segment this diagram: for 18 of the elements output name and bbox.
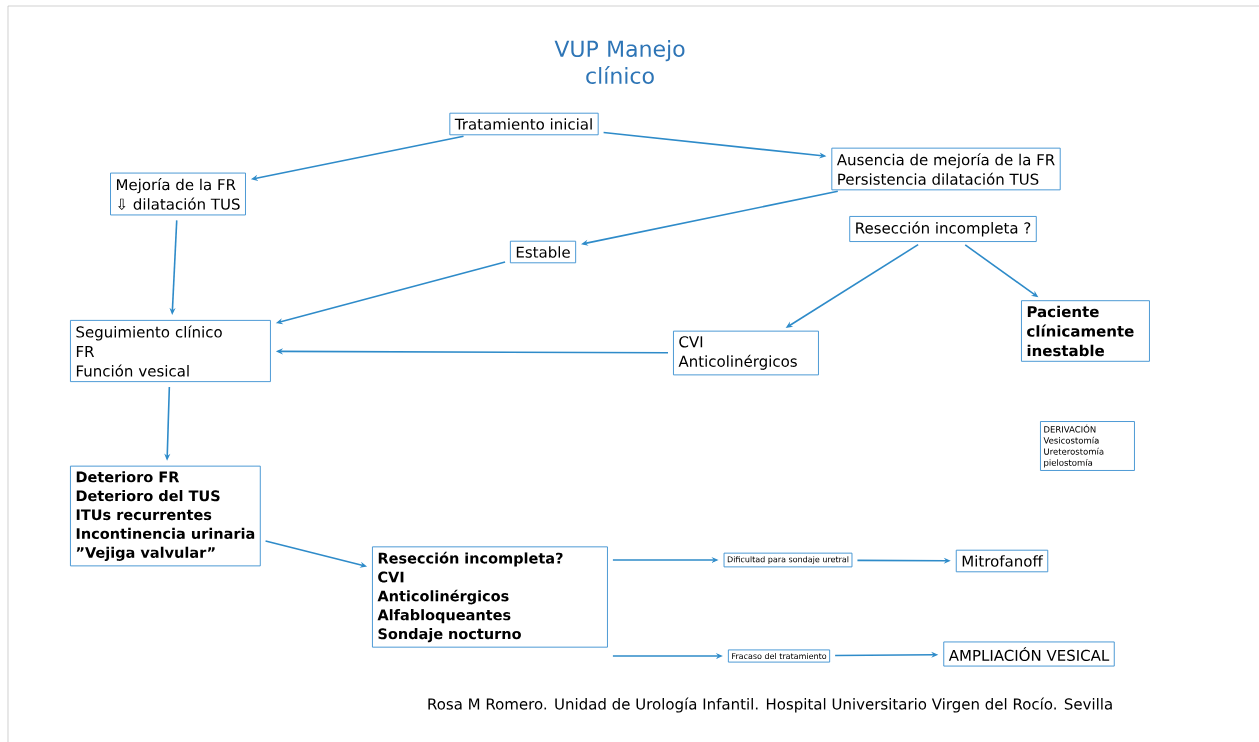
text-box: Resección incompleta? CVI Anticolinérgicos Alfabloqueantes Sondaje nocturno — [372, 546, 608, 648]
arrow — [581, 190, 839, 246]
text-box: Tratamiento inicial — [449, 112, 599, 136]
text-box: AMPLIACIÓN VESICAL — [943, 641, 1115, 667]
text-box: Ausencia de mejoría de la FR Persistencia dilatación TUS — [831, 147, 1061, 191]
text-box: Dificultad para sondaje uretral — [723, 552, 853, 568]
text-box: Paciente clínicamente inestable — [1021, 300, 1150, 362]
text-box: Resección incompleta ? — [849, 216, 1037, 242]
text-box: Mejoría de la FR ⇩ dilatación TUS — [110, 172, 246, 216]
text-box: Fracaso del tratamiento — [727, 649, 831, 663]
caption: Rosa M Romero. Unidad de Urología Infantil. Hospital Universitario Virgen del Rocío. Sevilla — [428, 697, 1112, 713]
text-box: CVI Anticolinérgicos — [673, 330, 819, 376]
text-box: Estable — [509, 240, 577, 264]
title: VUP Manejo clínico — [554, 40, 685, 84]
text-box: Mitrofanoff — [955, 549, 1049, 573]
text-box: Seguimiento clínico FR Función vesical — [70, 319, 271, 383]
text-box: Deterioro FR Deterioro del TUS ITUs recurrentes Incontinencia urinaria ”Vejiga valvular” — [70, 465, 261, 567]
text-box: DERIVACIÓN Vesicostomía Ureterostomía pielostomía — [1040, 421, 1135, 471]
